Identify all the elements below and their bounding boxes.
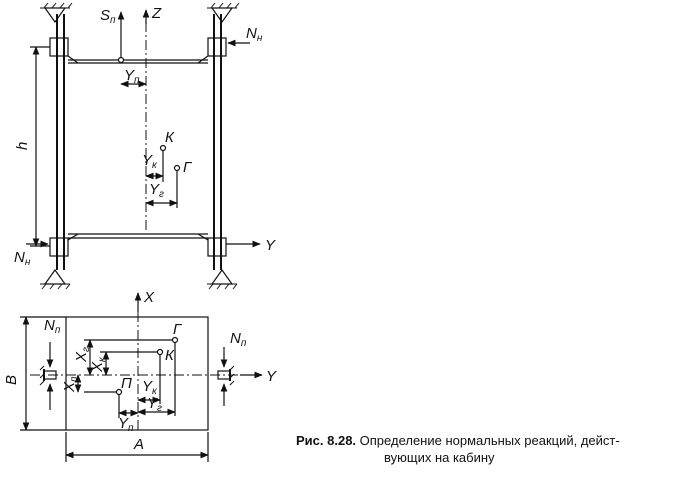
sn-label: Sп (100, 7, 116, 26)
top-right-support (207, 2, 240, 24)
z-label: Z (151, 5, 162, 22)
y-axis-plan-label: Y (266, 368, 277, 385)
top-right-shoe (207, 37, 227, 57)
h-label: h (14, 142, 31, 150)
nn-bottom-label: Nн (14, 249, 31, 268)
bottom-left-support (40, 268, 71, 290)
top-left-support (40, 2, 73, 24)
xg-label: Xг (73, 347, 92, 363)
yk-label: Yк (142, 152, 158, 171)
point-g (173, 164, 181, 172)
plan-view: X Y Nп Nп B A Г (3, 289, 277, 462)
bottom-right-support (207, 268, 238, 290)
yp2-label: Yп (118, 415, 134, 434)
yg2-label: Yг (147, 395, 162, 414)
k-label: К (165, 129, 175, 146)
x-label: X (143, 289, 155, 306)
figure-caption: Рис. 8.28. Определение нормальных реакци… (296, 432, 680, 466)
caption-line2: вующих на кабину (384, 450, 495, 465)
caption-line1: Определение нормальных реакций, дейст- (359, 433, 620, 448)
np-left-label: Nп (44, 317, 61, 336)
np-right-label: Nп (230, 330, 247, 349)
plan-point-g (171, 336, 179, 344)
a-label: A (133, 436, 144, 453)
point-k (159, 144, 167, 152)
yg-label: Yг (149, 181, 164, 200)
side-view: h Z Sп Yп К Г Yк Yг Nн Nн Y (14, 2, 276, 290)
caption-prefix: Рис. 8.28. (296, 433, 357, 448)
bottom-left-shoe (49, 237, 69, 257)
yk2-label: Yк (142, 378, 158, 397)
g2-label: Г (173, 321, 183, 338)
xp-label: Xп (61, 376, 80, 393)
plan-point-k (156, 348, 164, 356)
bottom-right-shoe (207, 237, 227, 257)
top-left-shoe (49, 37, 69, 57)
y-axis-label: Y (265, 237, 276, 254)
b-label: B (3, 375, 20, 385)
xk-label: Xк (89, 356, 108, 373)
cabin-outline (65, 316, 209, 431)
nn-top-label: Nн (246, 25, 263, 44)
p-label: П (121, 375, 132, 392)
yp-label: Yп (124, 67, 140, 86)
g-label: Г (183, 159, 193, 176)
k2-label: К (165, 347, 175, 364)
